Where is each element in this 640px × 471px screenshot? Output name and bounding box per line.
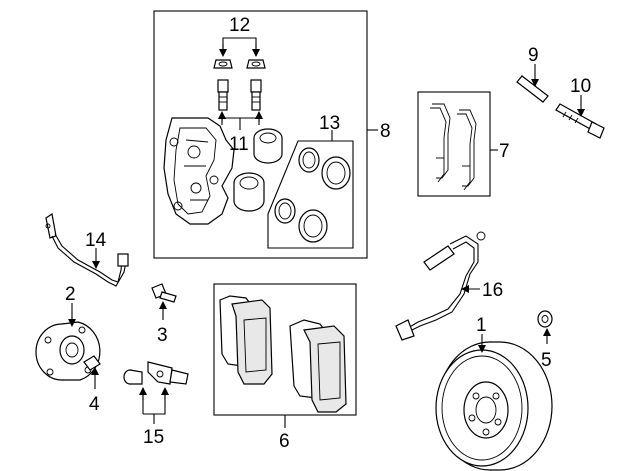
callout-14: 14 [85, 230, 107, 251]
guide-pin-bolt-right[interactable] [250, 79, 262, 111]
callout-1: 1 [476, 315, 487, 336]
callout-3: 3 [157, 325, 168, 346]
brake-caliper-icon[interactable] [163, 117, 235, 225]
caliper-piston-upper[interactable] [253, 128, 283, 164]
clip-kit-group: 7 [417, 91, 510, 197]
wheel-hub-icon[interactable] [35, 321, 101, 381]
piston-seal-icon[interactable] [274, 147, 351, 243]
bleeder-screw-cap[interactable] [123, 369, 143, 385]
callout-6: 6 [279, 431, 290, 452]
caliper-piston-lower[interactable] [233, 172, 265, 212]
dust-cap-right[interactable] [246, 59, 266, 69]
callout-15: 15 [143, 427, 164, 448]
brake-pad-kit-group: 6 [213, 283, 357, 452]
brake-pad-icon[interactable] [219, 295, 347, 413]
callout-11: 11 [229, 134, 249, 155]
dust-cap-left[interactable] [213, 59, 233, 69]
bleeder-screw[interactable] [147, 361, 189, 385]
seal-kit-box: 13 [267, 113, 354, 249]
brake-rotor-icon[interactable] [435, 341, 553, 471]
wear-sensor-icon[interactable] [395, 231, 486, 341]
hose-bolt[interactable] [151, 283, 177, 303]
caliper-kit-box [153, 10, 368, 259]
callout-8: 8 [380, 121, 391, 142]
brake-hose[interactable] [45, 212, 129, 287]
callout-13: 13 [319, 113, 340, 134]
callout-4: 4 [89, 394, 100, 415]
callout-7: 7 [499, 141, 510, 162]
wheel-stud[interactable] [83, 355, 101, 371]
guide-bolt[interactable] [555, 103, 605, 139]
washer[interactable] [537, 310, 553, 328]
callout-9: 9 [528, 45, 539, 66]
slide-pin[interactable] [516, 75, 549, 103]
caliper-kit-group: 12 11 13 [153, 10, 378, 259]
pad-clip-icon[interactable] [430, 103, 477, 191]
callout-16: 16 [482, 280, 503, 301]
callout-5: 5 [541, 350, 552, 371]
callout-2: 2 [65, 284, 76, 305]
guide-pin-bolt-left[interactable] [217, 79, 229, 111]
callout-12: 12 [229, 15, 250, 36]
callout-10: 10 [570, 76, 591, 97]
